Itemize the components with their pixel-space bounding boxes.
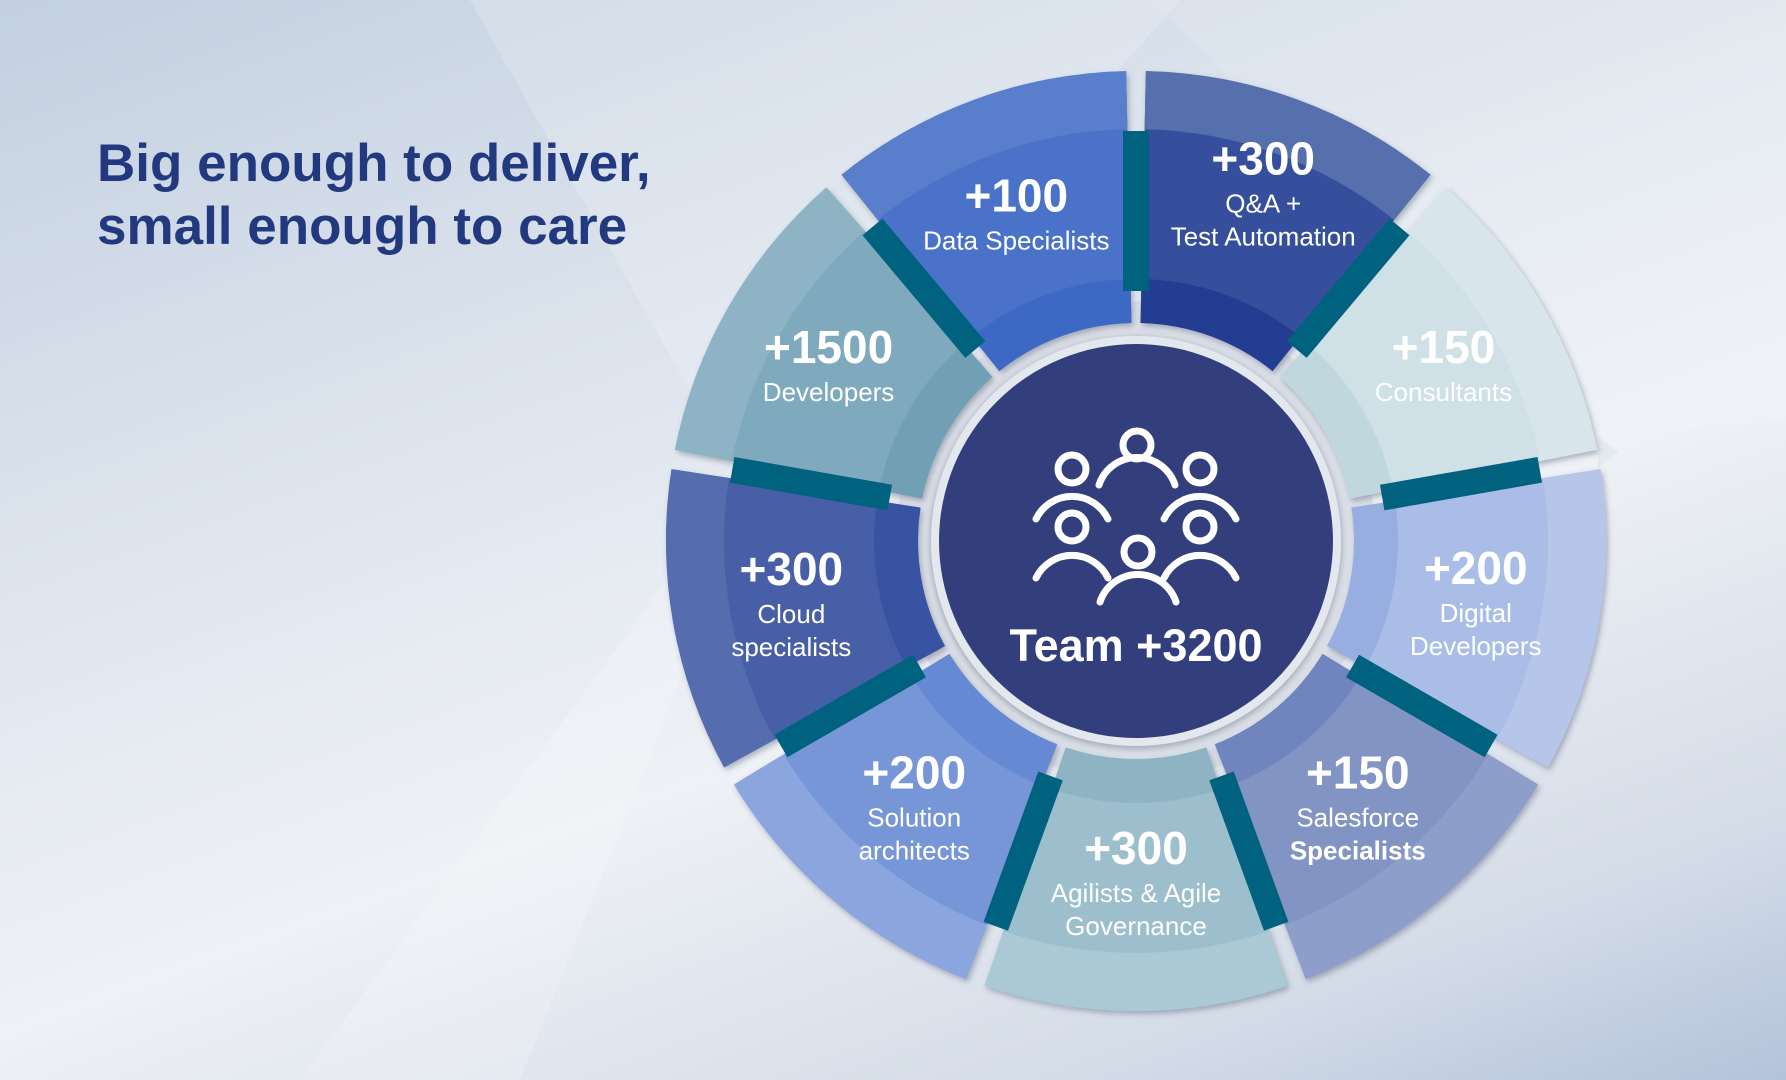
- segment-label: Digital: [1440, 598, 1512, 628]
- segment-label: Agilists & Agile: [1051, 878, 1222, 908]
- headline-line-2: small enough to care: [97, 197, 628, 256]
- segment-count: +300: [1211, 132, 1315, 184]
- wheel-segment: [841, 71, 1132, 372]
- wheel-segment: [1140, 71, 1431, 372]
- wheel-segment: [733, 653, 1058, 980]
- segment-count: +150: [1392, 321, 1496, 373]
- wheel-segment: [1327, 469, 1606, 768]
- center-title: Team +3200: [1009, 620, 1262, 671]
- segment-label: Specialists: [1290, 835, 1426, 865]
- segment-connector: [1123, 131, 1149, 291]
- segment-count: +150: [1306, 746, 1410, 798]
- segment-connector: [1286, 218, 1410, 358]
- segment-count: +100: [964, 170, 1068, 222]
- segment-label: Data Specialists: [923, 226, 1109, 256]
- segment-connector: [1379, 457, 1543, 511]
- wheel-segment: [984, 747, 1288, 1011]
- segment-connector: [729, 457, 893, 511]
- segment-count: +200: [1424, 542, 1528, 594]
- page-headline: Big enough to deliver, small enough to c…: [97, 132, 651, 258]
- segment-label: Solution: [867, 802, 961, 832]
- segment-count: +300: [1084, 822, 1188, 874]
- segment-connector: [1209, 771, 1289, 931]
- wheel-segment: [674, 187, 993, 499]
- segment-count: +1500: [764, 321, 893, 373]
- segment-label: Salesforce: [1296, 802, 1419, 832]
- segment-label: Q&A +: [1225, 188, 1301, 218]
- segment-label: Test Automation: [1171, 221, 1356, 251]
- team-people-icon: [1032, 427, 1240, 606]
- segment-count: +200: [862, 746, 966, 798]
- segment-connector: [983, 771, 1063, 931]
- wheel-tip-decoration: [1598, 436, 1618, 468]
- segment-count: +300: [740, 543, 844, 595]
- segment-connector: [862, 218, 986, 358]
- segment-connector: [1346, 654, 1498, 758]
- segment-label: Consultants: [1375, 377, 1512, 407]
- segment-label: Governance: [1065, 911, 1207, 941]
- segment-label: Developers: [1410, 631, 1542, 661]
- wheel-segment: [1279, 187, 1598, 499]
- segment-label: architects: [859, 835, 970, 865]
- segment-connector: [774, 654, 926, 758]
- wheel-segment: [666, 469, 945, 768]
- segment-label: Cloud: [757, 599, 825, 629]
- headline-line-1: Big enough to deliver,: [97, 134, 651, 193]
- segment-label: specialists: [731, 632, 851, 662]
- segment-label: Developers: [763, 377, 895, 407]
- wheel-segment: [1214, 653, 1539, 980]
